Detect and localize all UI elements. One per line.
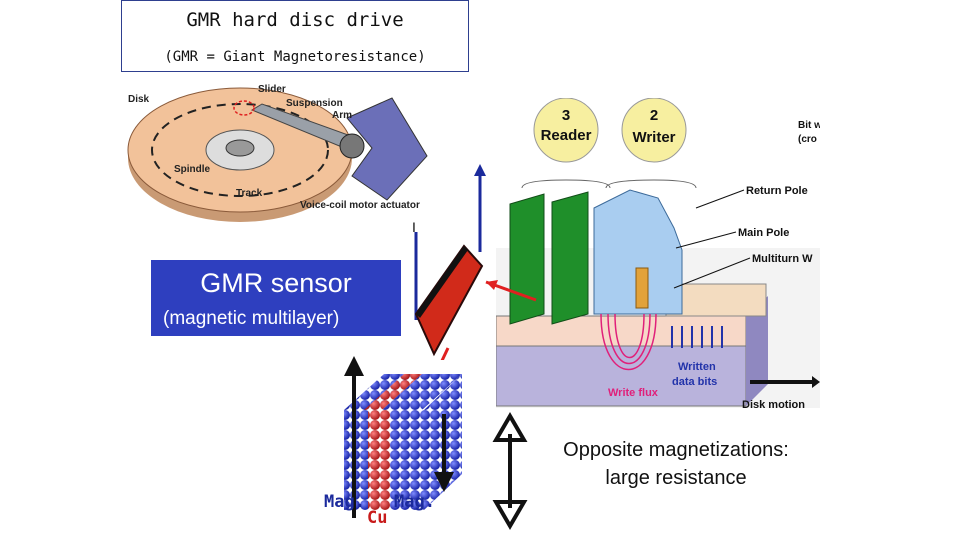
current-label: I <box>412 219 416 235</box>
mag-right-label: Mag. <box>394 492 435 512</box>
gmr-sensor-subtitle: (magnetic multilayer) <box>163 308 340 329</box>
write-flux-2 <box>607 313 651 365</box>
label-main-pole: Main Pole <box>738 227 789 239</box>
head-illustration: 3 Reader 2 Writer Bit w (cro Return Pole… <box>496 98 820 411</box>
label-return-pole: Return Pole <box>746 185 808 197</box>
label-disk-motion: Disk motion <box>742 399 805 411</box>
label-written: Written <box>678 361 716 373</box>
writer-coil <box>635 267 649 309</box>
layer-cu <box>368 410 390 510</box>
track-ring <box>151 103 329 197</box>
pointer-arrowhead-1 <box>486 280 498 290</box>
reader-bubble <box>533 98 599 163</box>
media-side <box>746 296 768 406</box>
hdd-illustration: Disk Slider Suspension Arm Spindle Track… <box>127 84 428 222</box>
write-flux-1 <box>600 313 657 371</box>
caption-line-2: large resistance <box>605 467 747 489</box>
disk-motion-arrowhead <box>812 376 820 388</box>
reader-label: Reader <box>541 127 592 144</box>
writer-bubble <box>621 98 687 163</box>
multilayer-illustration <box>344 356 462 518</box>
label-bit: Bit w <box>798 120 820 131</box>
label-write-flux: Write flux <box>608 387 659 399</box>
label-arm: Arm <box>332 110 352 121</box>
arm-pivot <box>339 133 365 159</box>
caption: Opposite magnetizations: large resistanc… <box>526 436 826 492</box>
writer-label: Writer <box>632 129 675 146</box>
layer-top-blue-right <box>382 374 462 410</box>
gmr-sensor-strip <box>414 244 484 357</box>
writer-brace <box>605 179 697 189</box>
current-wire-arrowhead <box>474 164 486 176</box>
reader-number: 3 <box>562 107 570 124</box>
reader-shield-right <box>551 191 589 325</box>
label-track: Track <box>236 188 263 199</box>
gmr-sensor-title: GMR sensor <box>200 268 352 298</box>
layer-mag-right <box>390 410 424 510</box>
sensor-wiring: I <box>412 164 537 360</box>
spindle-center <box>225 139 255 157</box>
title-box: GMR hard disc drive (GMR = Giant Magneto… <box>121 0 469 72</box>
double-arrow-top <box>492 412 528 442</box>
label-multiturn: Multiturn W <box>752 253 813 265</box>
layer-top-red <box>364 374 422 410</box>
label-slider: Slider <box>258 84 286 95</box>
written-bits-strip <box>665 283 767 317</box>
mag-left-label: Mag. <box>324 492 365 512</box>
pointer-to-multilayer <box>440 347 450 360</box>
slider-marker <box>233 100 255 116</box>
gmr-sensor-box: GMR sensor (magnetic multilayer) <box>151 260 401 336</box>
double-arrow-bottom <box>492 500 528 530</box>
write-flux-3 <box>614 313 645 358</box>
diagram-subtitle: (GMR = Giant Magnetoresistance) <box>164 49 426 65</box>
sensor-strip-edge <box>416 246 468 318</box>
caption-line-1: Opposite magnetizations: <box>563 439 789 461</box>
label-disk: Disk <box>128 94 150 105</box>
label-actuator: Voice-coil motor actuator <box>300 200 420 211</box>
actuator-body <box>346 97 428 201</box>
label-suspension: Suspension <box>286 98 343 109</box>
head-pointer-lines <box>673 189 751 289</box>
mag-arrow-up-head <box>344 356 364 376</box>
written-bits-arrows <box>671 326 723 348</box>
media-substrate <box>496 345 747 407</box>
diagram-title: GMR hard disc drive <box>186 9 404 31</box>
reader-brace <box>521 179 611 189</box>
label-spindle: Spindle <box>174 164 211 175</box>
reader-shield-left <box>509 193 545 325</box>
mag-arrow-down-head <box>434 472 454 492</box>
label-data-bits: data bits <box>672 376 717 388</box>
cu-label: Cu <box>367 508 388 528</box>
label-cro: (cro <box>798 134 817 145</box>
double-arrow <box>492 412 528 530</box>
writer-number: 2 <box>650 107 658 124</box>
